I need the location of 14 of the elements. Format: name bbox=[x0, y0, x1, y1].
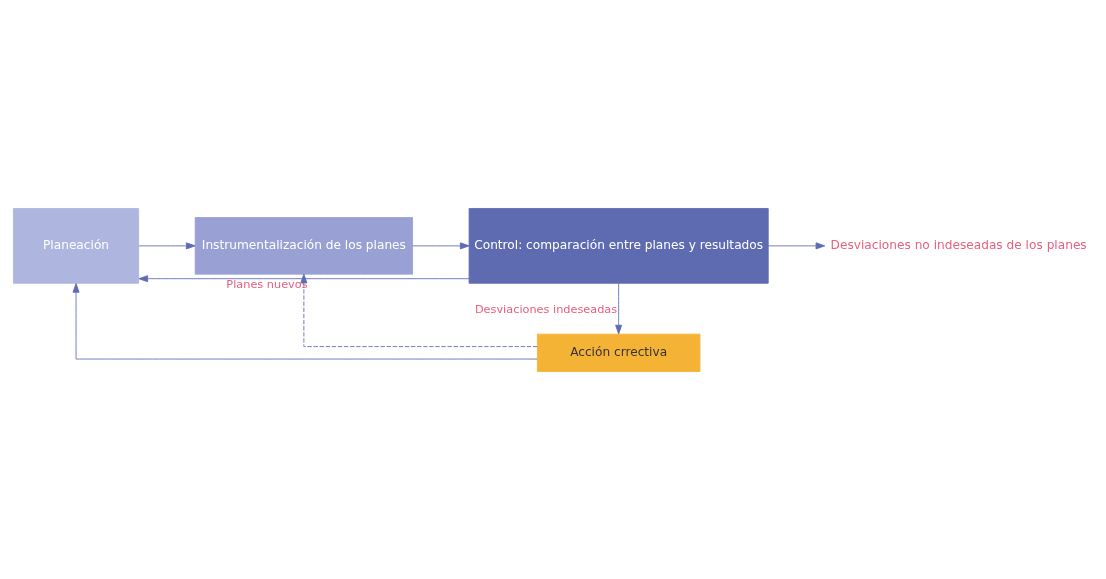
arrow bbox=[72, 282, 538, 359]
node-text: Desviaciones no indeseadas de los planes bbox=[830, 237, 1087, 252]
arrow bbox=[300, 273, 538, 347]
node-box: Instrumentalización de los planes bbox=[194, 216, 413, 275]
node-box: Planeación bbox=[13, 207, 140, 284]
node-box: Control: comparación entre planes y resultados bbox=[468, 207, 769, 284]
arrow bbox=[138, 274, 470, 282]
node-box: Acción crrectiva bbox=[536, 333, 701, 372]
edge-label: Desviaciones indeseadas bbox=[474, 302, 618, 316]
arrow bbox=[138, 241, 196, 249]
edge-label: Planes nuevos bbox=[226, 277, 308, 291]
arrow bbox=[767, 241, 826, 249]
arrow bbox=[615, 282, 623, 334]
arrow bbox=[412, 241, 470, 249]
